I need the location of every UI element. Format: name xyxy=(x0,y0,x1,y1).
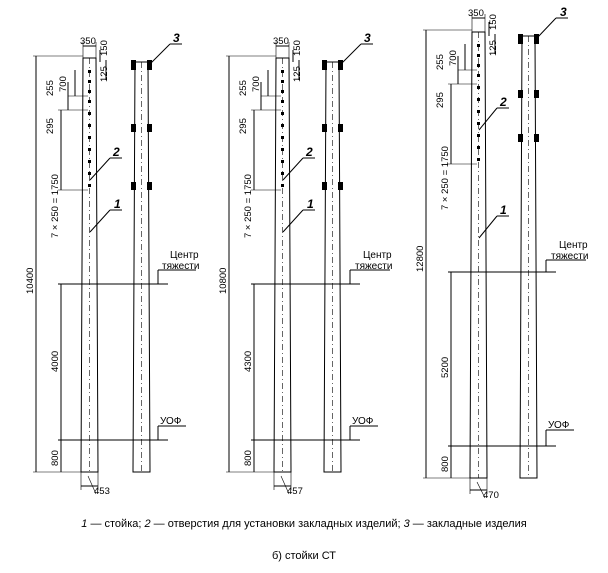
legend-text-1: — стойка; xyxy=(87,518,145,530)
col1-hole-offset: 255 xyxy=(45,80,56,96)
col3-callout-1: 1 xyxy=(500,203,507,217)
col3-hole-group: 295 xyxy=(435,92,446,108)
col2-callout-1: 1 xyxy=(307,197,314,211)
column-group-2 xyxy=(226,42,390,495)
column-2-side-view xyxy=(323,61,342,473)
column-3-holes xyxy=(477,44,480,161)
col2-overall-height: 10800 xyxy=(218,268,229,294)
col3-top-side2: 125 xyxy=(488,40,499,56)
col2-hole-group: 295 xyxy=(238,118,249,134)
column-3-side-view xyxy=(519,35,538,479)
col2-cg-to-ground: 4300 xyxy=(243,351,254,372)
col3-top-width: 350 xyxy=(468,8,484,19)
column-3-embedded-parts xyxy=(518,34,539,142)
col1-top-side2: 125 xyxy=(99,66,110,82)
col3-cg-to-ground: 5200 xyxy=(440,357,451,378)
col1-hole-pitch: 700 xyxy=(58,76,69,92)
col1-ground-label: УОФ xyxy=(160,416,182,427)
col3-overall-height: 12800 xyxy=(415,246,426,272)
col2-top-side2: 125 xyxy=(292,66,303,82)
col3-callout-3: 3 xyxy=(560,5,567,19)
col1-cg-to-ground: 4000 xyxy=(50,351,61,372)
col2-top-width: 350 xyxy=(273,36,289,47)
col2-hole-offset: 255 xyxy=(238,80,249,96)
col3-center-label-2: тяжести xyxy=(551,251,588,262)
figure-caption: б) стойки СТ xyxy=(271,550,336,562)
col1-center-label: Центр xyxy=(170,250,199,261)
legend-num-3: 3 xyxy=(403,518,410,530)
col1-hole-series: 7 × 250 = 1750 xyxy=(50,174,61,238)
col2-bottom-width: 457 xyxy=(287,486,303,497)
col3-hole-pitch: 700 xyxy=(448,50,459,66)
col3-hole-offset: 255 xyxy=(435,54,446,70)
col2-ground-label: УОФ xyxy=(352,416,374,427)
col1-embedment: 800 xyxy=(50,450,61,466)
col1-callout-2: 2 xyxy=(112,145,120,159)
col3-center-label: Центр xyxy=(559,240,588,251)
column-1-holes xyxy=(88,70,91,187)
legend-text-2: — отверстия для установки закладных изде… xyxy=(150,518,404,530)
col1-overall-height: 10400 xyxy=(25,268,36,294)
col2-hole-series: 7 × 250 = 1750 xyxy=(243,174,254,238)
legend-num-2: 2 xyxy=(144,518,151,530)
column-1-side-view xyxy=(132,61,151,473)
col2-center-label: Центр xyxy=(363,250,392,261)
col3-bottom-width: 470 xyxy=(483,490,499,501)
col2-center-label-2: тяжести xyxy=(355,261,392,272)
col1-hole-group: 295 xyxy=(45,118,56,134)
col1-callout-1: 1 xyxy=(114,197,121,211)
col1-top-side: 150 xyxy=(99,40,110,56)
col1-callout-3: 3 xyxy=(173,31,180,45)
col3-ground-label: УОФ xyxy=(548,420,570,431)
col2-embedment: 800 xyxy=(243,450,254,466)
legend-text-3: — закладные изделия xyxy=(409,518,527,530)
col2-callout-2: 2 xyxy=(305,145,313,159)
col3-top-side: 150 xyxy=(488,14,499,30)
legend-num-1: 1 xyxy=(81,518,88,530)
legend: 1 — стойка; 2 — отверстия для установки … xyxy=(0,518,608,530)
column-2-holes xyxy=(281,70,284,187)
col1-top-width: 350 xyxy=(80,36,96,47)
col2-callout-3: 3 xyxy=(364,31,371,45)
col3-hole-series: 7 × 250 = 1750 xyxy=(440,146,451,210)
col1-center-label-2: тяжести xyxy=(162,261,199,272)
col2-top-side: 150 xyxy=(292,40,303,56)
column-1-embedded-parts xyxy=(131,60,152,190)
column-group-1 xyxy=(33,42,196,495)
column-2-embedded-parts xyxy=(322,60,343,190)
col2-hole-pitch: 700 xyxy=(251,76,262,92)
col1-bottom-width: 453 xyxy=(94,486,110,497)
column-group-3 xyxy=(423,14,586,499)
col3-embedment: 800 xyxy=(440,456,451,472)
col3-callout-2: 2 xyxy=(499,95,507,109)
